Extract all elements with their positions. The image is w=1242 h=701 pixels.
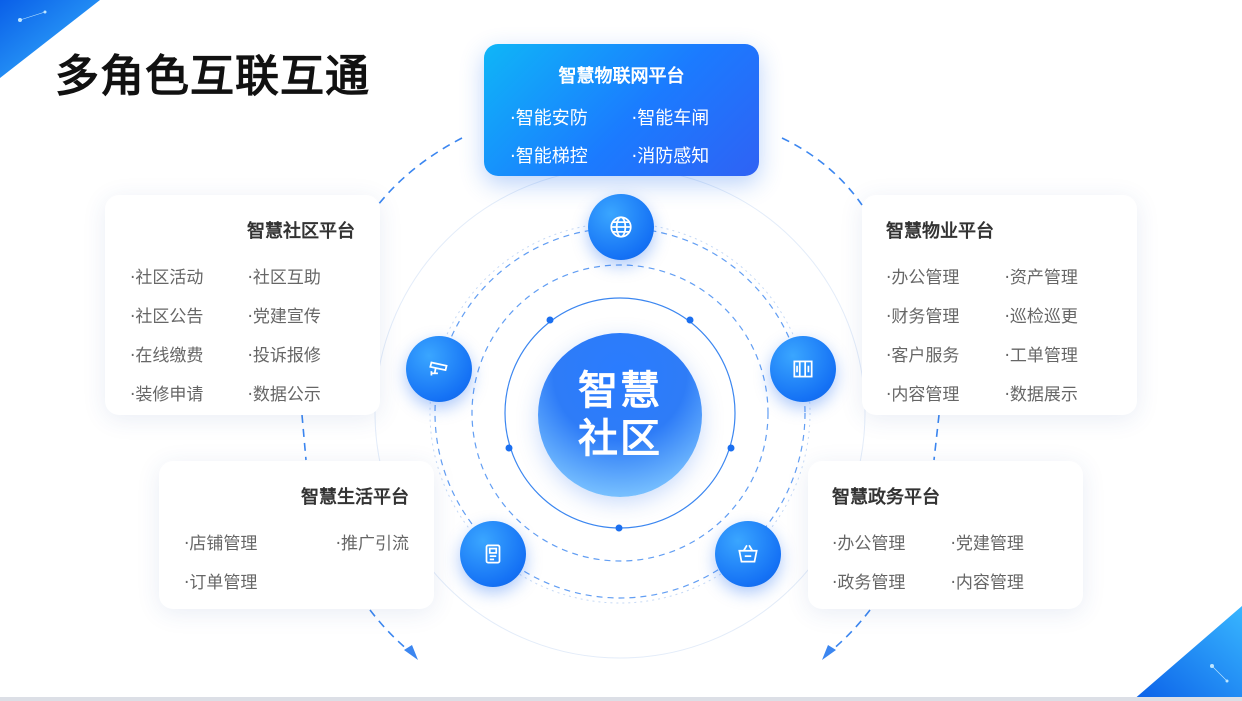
- inner-dashed-ring: [471, 264, 769, 562]
- life-item: ·店铺管理: [184, 534, 258, 554]
- center-label-line2: 社区: [578, 416, 662, 462]
- ring-dot: [546, 316, 554, 324]
- iot-item: ·智能车闸: [631, 108, 710, 129]
- property-item: ·财务管理: [886, 307, 960, 327]
- corner-decoration-top-left: [0, 0, 100, 78]
- community-platform-title: 智慧社区平台: [247, 221, 355, 242]
- life-platform-items: ·店铺管理 ·推广引流 ·订单管理: [184, 529, 409, 593]
- community-item: ·社区互助: [247, 268, 321, 288]
- community-item: ·数据公示: [247, 385, 321, 405]
- gov-item: ·办公管理: [832, 534, 906, 554]
- gov-platform-title: 智慧政务平台: [832, 487, 940, 508]
- camera-icon: [429, 361, 448, 376]
- gov-item: ·内容管理: [950, 573, 1024, 593]
- property-platform-items: ·办公管理 ·资产管理 ·财务管理 ·巡检巡更 ·客户服务 ·工单管理 ·内容管…: [886, 263, 1113, 405]
- building-node[interactable]: [770, 336, 836, 402]
- center-label-line1: 智慧: [578, 368, 662, 414]
- arrow-head-bottom-left: [404, 645, 418, 660]
- basket-node[interactable]: [715, 521, 781, 587]
- iot-platform-items: ·智能安防 ·智能车闸 ·智能梯控 ·消防感知: [510, 104, 733, 168]
- community-platform-card[interactable]: 智慧社区平台 ·社区活动 ·社区互助 ·社区公告 ·党建宣传 ·在线缴费 ·投诉…: [105, 195, 380, 415]
- property-item: ·数据展示: [1004, 385, 1078, 405]
- globe-node[interactable]: [588, 194, 654, 260]
- document-icon: [485, 544, 501, 564]
- life-platform-card[interactable]: 智慧生活平台 ·店铺管理 ·推广引流 ·订单管理: [159, 461, 434, 609]
- life-item: ·推广引流: [335, 534, 409, 554]
- ring-dot: [615, 524, 623, 532]
- arc-left: [301, 414, 307, 461]
- property-platform-title: 智慧物业平台: [886, 221, 994, 242]
- property-item: ·资产管理: [1004, 268, 1078, 288]
- document-node[interactable]: [460, 521, 526, 587]
- property-item: ·客户服务: [886, 346, 960, 366]
- center-circle: 智慧 社区: [538, 333, 702, 497]
- arc-right: [933, 414, 940, 461]
- iot-item: ·消防感知: [631, 146, 710, 167]
- property-item: ·巡检巡更: [1004, 307, 1078, 327]
- gov-platform-items: ·办公管理 ·党建管理 ·政务管理 ·内容管理: [832, 529, 1059, 593]
- property-item: ·工单管理: [1004, 346, 1078, 366]
- ring-dot: [727, 444, 735, 452]
- page-title: 多角色互联互通: [55, 51, 370, 102]
- community-item: ·社区公告: [130, 307, 204, 327]
- property-item: ·办公管理: [886, 268, 960, 288]
- community-platform-items: ·社区活动 ·社区互助 ·社区公告 ·党建宣传 ·在线缴费 ·投诉报修 ·装修申…: [130, 263, 355, 405]
- gov-item: ·政务管理: [832, 573, 906, 593]
- arc-top-left: [377, 137, 463, 206]
- property-item: ·内容管理: [886, 385, 960, 405]
- community-item: ·党建宣传: [247, 307, 321, 327]
- arrow-head-bottom-right: [822, 645, 836, 660]
- iot-platform-title: 智慧物联网平台: [558, 66, 685, 87]
- iot-item: ·智能梯控: [510, 146, 588, 167]
- corner-decoration-bottom-right: [1132, 606, 1242, 701]
- ring-dot: [505, 444, 513, 452]
- arc-top-right: [781, 137, 863, 206]
- community-item: ·投诉报修: [247, 346, 321, 366]
- community-item: ·社区活动: [130, 268, 204, 288]
- gov-item: ·党建管理: [950, 534, 1024, 554]
- community-item: ·在线缴费: [130, 346, 204, 366]
- bottom-bar: [0, 697, 1242, 701]
- property-platform-card[interactable]: 智慧物业平台 ·办公管理 ·资产管理 ·财务管理 ·巡检巡更 ·客户服务 ·工单…: [862, 195, 1137, 415]
- gov-platform-card[interactable]: 智慧政务平台 ·办公管理 ·党建管理 ·政务管理 ·内容管理: [808, 461, 1083, 609]
- ring-dot: [686, 316, 694, 324]
- globe-icon: [610, 216, 632, 238]
- building-icon: [793, 360, 813, 378]
- life-platform-title: 智慧生活平台: [301, 487, 409, 508]
- iot-item: ·智能安防: [510, 108, 588, 129]
- basket-icon: [738, 544, 758, 563]
- iot-platform-card[interactable]: 智慧物联网平台 ·智能安防 ·智能车闸 ·智能梯控 ·消防感知: [484, 44, 759, 176]
- life-item: ·订单管理: [184, 573, 258, 593]
- camera-node[interactable]: [406, 336, 472, 402]
- community-item: ·装修申请: [130, 385, 204, 405]
